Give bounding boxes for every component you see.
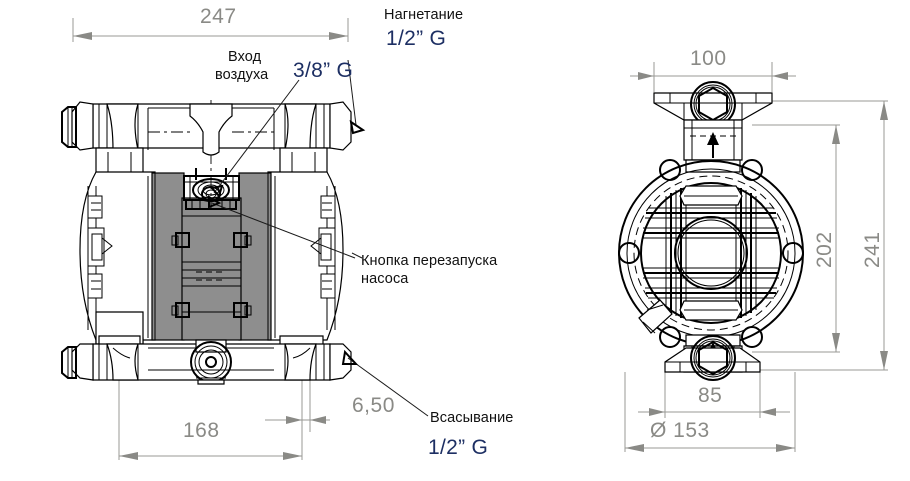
front-view-geometry (61, 18, 429, 460)
pump-body (79, 168, 344, 341)
pump-circular-body (618, 159, 804, 348)
dimension-241 (752, 100, 888, 371)
front-view-leaders (208, 59, 429, 417)
callout-air-inlet-label-line2: воздуха (215, 67, 269, 83)
dimension-153 (624, 372, 796, 452)
dimension-247 (72, 18, 349, 42)
callout-restart-button-line2: насоса (361, 271, 409, 287)
dimension-168 (118, 378, 311, 460)
callout-discharge-label: Нагнетание (384, 7, 464, 23)
side-view-geometry (618, 62, 888, 452)
dimension-100 (630, 62, 796, 92)
callout-discharge-thread: 1/2” G (386, 27, 447, 50)
dimension-label-168: 168 (183, 419, 220, 442)
dimension-85 (638, 372, 790, 418)
callout-air-inlet-thread: 3/8” G (293, 59, 354, 82)
dimension-label-650: 6,50 (352, 394, 395, 417)
dimension-650 (265, 416, 330, 424)
callout-restart-button-line1: Кнопка перезапуска (361, 253, 498, 269)
dimension-label-100: 100 (690, 47, 727, 70)
callout-suction-thread: 1/2” G (428, 436, 489, 459)
dimension-label-247: 247 (200, 5, 237, 28)
dimension-label-241: 241 (861, 231, 884, 268)
flow-arrow-top (707, 132, 719, 158)
suction-manifold (61, 311, 352, 385)
air-valve-assembly (183, 168, 240, 210)
callout-air-inlet-label-line1: Вход (228, 49, 262, 65)
dimension-label-85: 85 (698, 384, 723, 407)
discharge-manifold (61, 101, 352, 183)
dimension-202 (752, 124, 840, 353)
dimension-label-202: 202 (813, 231, 836, 268)
suction-flange-bottom (664, 335, 761, 381)
body-bolts (171, 232, 252, 318)
callout-suction-label: Всасывание (430, 410, 514, 426)
dimension-label-diameter-153: Ø 153 (650, 419, 710, 442)
